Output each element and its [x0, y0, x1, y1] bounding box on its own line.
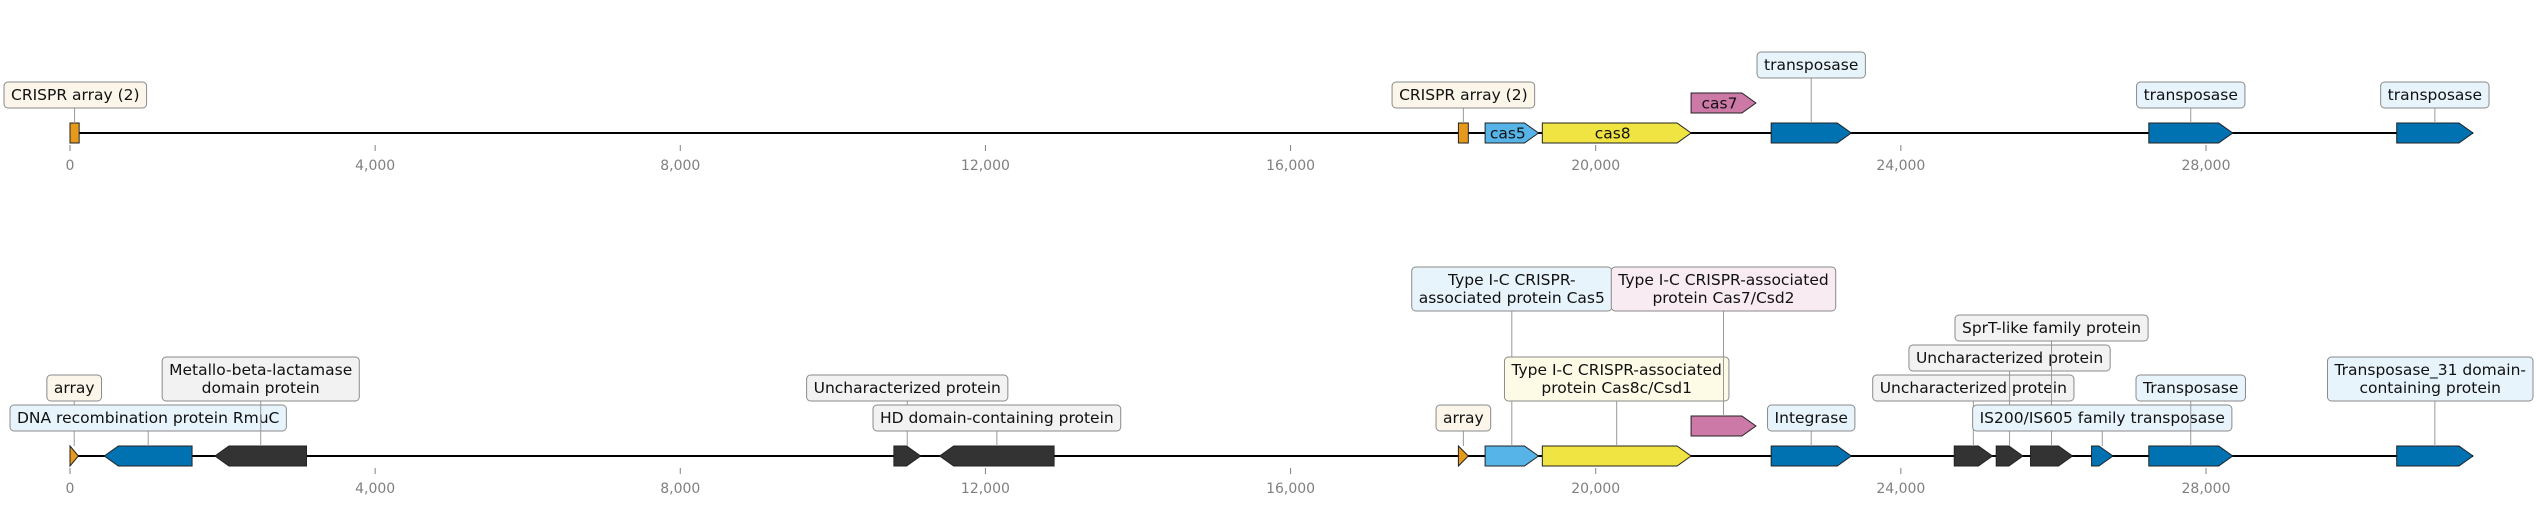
feature-label: array: [1443, 409, 1484, 427]
gene-b-rmuc: [103, 445, 193, 467]
feature-label: CRISPR array (2): [11, 86, 140, 104]
axis-tick-label: 12,000: [961, 158, 1010, 174]
label-box: [872, 404, 1122, 432]
gene-b-int: [1770, 445, 1853, 467]
gene-b-unc1: [893, 445, 922, 467]
label-box: [2135, 374, 2246, 402]
feature-label: Type I-C CRISPR-associated: [1510, 361, 1721, 379]
feature-label: containing protein: [2359, 379, 2501, 397]
gene-t-array2: [1457, 122, 1469, 144]
feature-label: SprT-like family protein: [1962, 319, 2141, 337]
feature-label: Uncharacterized protein: [1916, 349, 2103, 367]
gene-b-cas7: [1690, 415, 1757, 437]
label-box: [1391, 81, 1536, 109]
feature-label: associated protein Cas5: [1419, 289, 1605, 307]
feature-label: Uncharacterized protein: [814, 379, 1001, 397]
label-box: [2136, 81, 2246, 109]
gene-inside-label: cas7: [1702, 95, 1738, 113]
axis-tick-label: 4,000: [355, 158, 395, 174]
feature-label: HD domain-containing protein: [880, 409, 1114, 427]
feature-label: Integrase: [1775, 409, 1848, 427]
feature-label: Uncharacterized protein: [1880, 379, 2067, 397]
label-box: [2380, 81, 2490, 109]
gene-b-unc3: [1995, 445, 2024, 467]
gene-b-unc2: [1953, 445, 1994, 467]
gene-t-tp1: [1770, 122, 1853, 144]
label-box: [1767, 404, 1856, 432]
label-box: [2326, 356, 2534, 402]
axis-tick-label: 28,000: [2182, 481, 2231, 497]
gene-b-tp: [2148, 445, 2234, 467]
gene-t-tp3: [2396, 122, 2474, 144]
axis-tick-label: 28,000: [2182, 158, 2231, 174]
feature-label: domain protein: [202, 379, 320, 397]
feature-label: Transposase: [2142, 379, 2238, 397]
gene-b-is200: [2091, 445, 2114, 467]
feature-label: transposase: [2144, 86, 2238, 104]
label-box: [806, 374, 1009, 402]
feature-label: array: [54, 379, 95, 397]
axis-tick-label: 20,000: [1571, 481, 1620, 497]
axis-tick-label: 24,000: [1876, 158, 1925, 174]
label-box: [1756, 51, 1866, 79]
feature-label: Type I-C CRISPR-: [1447, 271, 1576, 289]
track-top: 0 4,000 8,000 12,000 16,000 20,000 24,000 28,00…: [3, 51, 2490, 174]
label-box: [3, 81, 148, 109]
axis-tick-label: 24,000: [1876, 481, 1925, 497]
gene-t-cas8: [1541, 122, 1692, 144]
axis-tick-label: 12,000: [961, 481, 1010, 497]
feature-label: DNA recombination protein RmuC: [17, 409, 279, 427]
feature-label: transposase: [1764, 56, 1858, 74]
axis-tick-label: 16,000: [1266, 158, 1315, 174]
gene-inside-label: cas8: [1595, 125, 1631, 143]
feature-label: protein Cas8c/Csd1: [1541, 379, 1692, 397]
label-box: [46, 374, 103, 402]
axis-tick-label: 0: [66, 481, 75, 497]
label-box: [9, 404, 287, 432]
gene-b-hd: [938, 445, 1055, 467]
axis-tick-label: 8,000: [660, 158, 700, 174]
gene-inside-label: cas5: [1490, 125, 1526, 143]
feature-label: Metallo-beta-lactamase: [169, 361, 352, 379]
feature-label: IS200/IS605 family transposase: [1980, 409, 2225, 427]
label-box: [161, 356, 360, 402]
gene-t-tp2: [2148, 122, 2234, 144]
label-box: [1435, 404, 1492, 432]
label-box: [1972, 404, 2233, 432]
axis-tick-label: 4,000: [355, 481, 395, 497]
feature-label: Transposase_31 domain-: [2333, 361, 2526, 380]
feature-label: Type I-C CRISPR-associated: [1617, 271, 1828, 289]
gene-t-cas5: [1484, 122, 1540, 144]
label-box: [1872, 374, 2075, 402]
gene-b-array1: [69, 444, 80, 468]
gene-b-mbl: [214, 445, 307, 467]
feature-label: CRISPR array (2): [1399, 86, 1528, 104]
axis-tick-label: 0: [66, 158, 75, 174]
axis-tick-label: 8,000: [660, 481, 700, 497]
axis-tick-label: 20,000: [1571, 158, 1620, 174]
gene-t-array1: [69, 122, 80, 144]
label-box: [1908, 344, 2111, 372]
gene-b-cas5: [1484, 445, 1540, 467]
label-box: [1503, 356, 1730, 402]
label-box: [1610, 266, 1837, 312]
feature-label: transposase: [2388, 86, 2482, 104]
label-box: [1954, 314, 2149, 342]
gene-b-tp31: [2396, 445, 2474, 467]
gene-b-array2: [1457, 444, 1470, 468]
gene-t-cas7: [1690, 92, 1757, 114]
gene-b-cas8: [1541, 445, 1692, 467]
track-bottom: 0 4,000 8,000 12,000 16,000 20,000 24,000 28,00…: [9, 266, 2534, 497]
feature-label: protein Cas7/Csd2: [1652, 289, 1794, 307]
gene-b-sprt: [2030, 445, 2074, 467]
axis-tick-label: 16,000: [1266, 481, 1315, 497]
